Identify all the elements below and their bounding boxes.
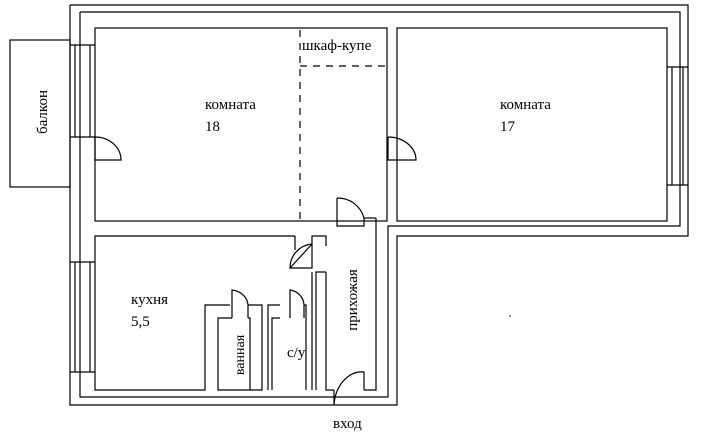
- hallway-label: прихожая: [345, 269, 361, 331]
- stray-mark: [509, 315, 511, 317]
- door-room-right: [387, 136, 417, 161]
- room-left-name: комната: [205, 97, 256, 113]
- room-right-area: 17: [500, 119, 516, 135]
- room-left-area: 18: [205, 119, 220, 135]
- kitchen-name: кухня: [131, 292, 168, 308]
- bathroom-outline: [217, 304, 263, 391]
- door-toilet: [289, 289, 305, 318]
- door-kitchen: [288, 243, 313, 269]
- wardrobe-partition: [299, 30, 387, 221]
- balcony-label: балкон: [35, 90, 51, 134]
- toilet-label: с/у: [287, 345, 306, 361]
- wardrobe-label: шкаф-купе: [302, 38, 372, 54]
- window-right-room: [667, 66, 688, 186]
- door-room-left: [336, 197, 365, 227]
- room-left-outline: [94, 27, 388, 222]
- kitchen-outline: [94, 235, 295, 391]
- window-balcony-door: [70, 44, 95, 138]
- entrance-label: вход: [333, 416, 362, 432]
- kitchen-area: 5,5: [131, 314, 150, 330]
- bathroom-label: ванная: [233, 334, 248, 375]
- room-right-outline: [396, 27, 668, 222]
- room-right-name: комната: [500, 97, 551, 113]
- door-balcony: [94, 136, 122, 161]
- balcony: [9, 39, 71, 188]
- door-bathroom: [231, 289, 249, 318]
- toilet-outline: [271, 317, 280, 390]
- window-kitchen: [70, 261, 95, 373]
- door-entrance: [333, 371, 365, 406]
- outer-walls: [69, 4, 689, 406]
